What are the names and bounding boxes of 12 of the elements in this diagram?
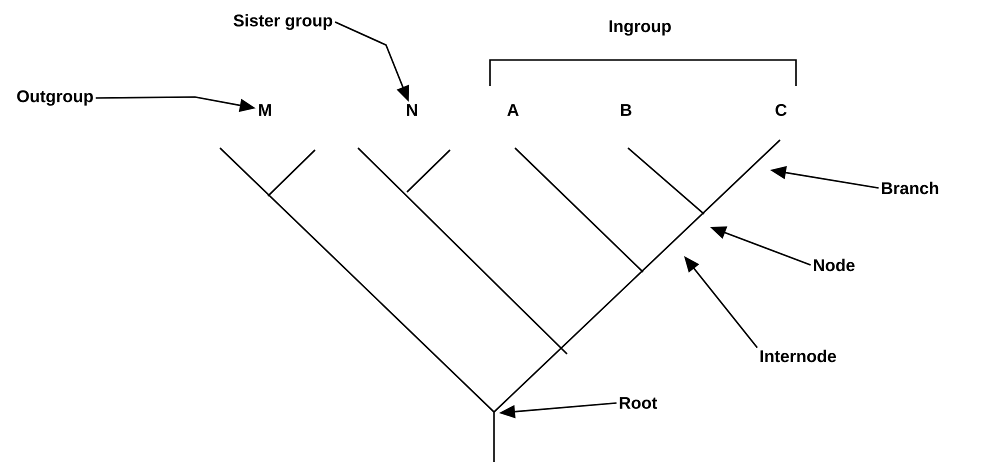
callout-label: Root bbox=[620, 397, 658, 409]
tip-label: M bbox=[259, 104, 271, 116]
callout-label: Node bbox=[814, 258, 855, 272]
callout-label: Branch bbox=[882, 182, 938, 194]
tip-label: N bbox=[407, 104, 417, 116]
callout-label: Internode bbox=[760, 350, 836, 362]
tip-label: B bbox=[621, 104, 632, 116]
callout-label: Outgroup bbox=[17, 90, 93, 106]
group-label: Ingroup bbox=[610, 20, 671, 36]
callout-label: Sister group bbox=[234, 14, 332, 30]
tip-label: C bbox=[776, 104, 787, 116]
tip-label: A bbox=[507, 104, 519, 116]
